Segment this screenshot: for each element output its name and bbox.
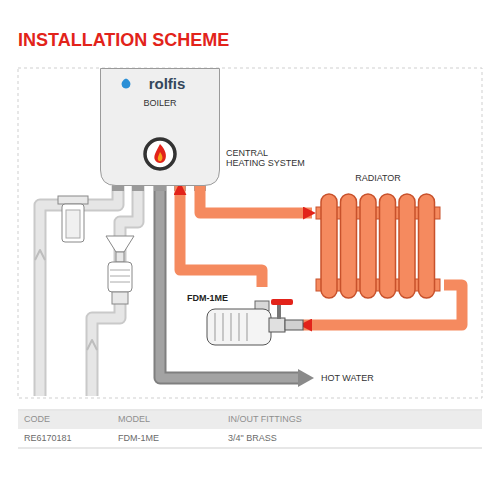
drawing-part [92,186,138,396]
drawing-part [158,152,163,161]
heating-pipe [180,186,262,287]
drawing-part [341,194,357,298]
water-filter [58,196,88,242]
drawing-part [360,194,376,298]
drawing-part [321,194,337,298]
pipe-label: CENTRAL HEATING SYSTEM [226,148,306,169]
pipe-label: HOT WATER [321,373,374,383]
node-label: BOILER [100,99,220,109]
drawing-part [18,410,482,411]
logo-drop [122,79,131,89]
drawing-part [271,299,293,305]
drawing-part [58,196,88,204]
drawing-part [215,313,247,341]
panel [18,68,482,398]
radiator: RADIATOR [312,172,444,302]
filter-body [207,299,303,345]
drawing-part [66,210,80,238]
drawing-part [298,369,314,387]
boiler-casing [101,69,220,186]
drawing-part [419,194,435,298]
drawing-part [62,204,84,242]
drawing-part [145,139,175,169]
drawing-part [116,252,124,262]
boiler-box: rolfisBOILER [100,68,220,186]
spec-table [18,410,482,448]
drawing-part [108,262,132,292]
water-pipes [35,186,314,396]
drawing-part [18,68,482,398]
drawing-part [106,236,134,252]
drawing-part [92,186,138,396]
drawing-part [112,292,128,304]
drawing-part [18,448,482,449]
table-cell: CODE [24,414,50,424]
drawing-part [207,309,271,345]
drawing-part [18,411,482,429]
drawing-part [154,144,166,163]
table-cell: IN/OUT FITTINGS [228,414,302,424]
table-cell: 3/4" BRASS [228,433,277,443]
drawing-part [285,320,303,330]
node-label: FDM-1ME [185,294,228,304]
drawing-part [40,186,118,396]
radiator-body [316,194,440,298]
brand-logo: rolfis [100,76,220,93]
drawing-part [35,250,45,260]
node-label: RADIATOR [312,174,444,184]
drawing-part [399,194,415,298]
table-cell: RE6170181 [24,433,72,443]
drawing-part [40,186,118,396]
drawing-part [277,305,281,319]
heating-pipe [200,186,312,213]
drawing-part [87,340,97,350]
title: INSTALLATION SCHEME [18,30,229,51]
drawing-part [269,318,285,332]
filter-device: FDM-1ME [185,287,303,353]
table-cell: FDM-1ME [118,433,159,443]
dosing-device [106,236,134,304]
node-outline [312,172,444,302]
drawing-part [110,270,130,282]
flame-dial [145,139,175,169]
table-cell: MODEL [118,414,150,424]
drawing-part [380,194,396,298]
